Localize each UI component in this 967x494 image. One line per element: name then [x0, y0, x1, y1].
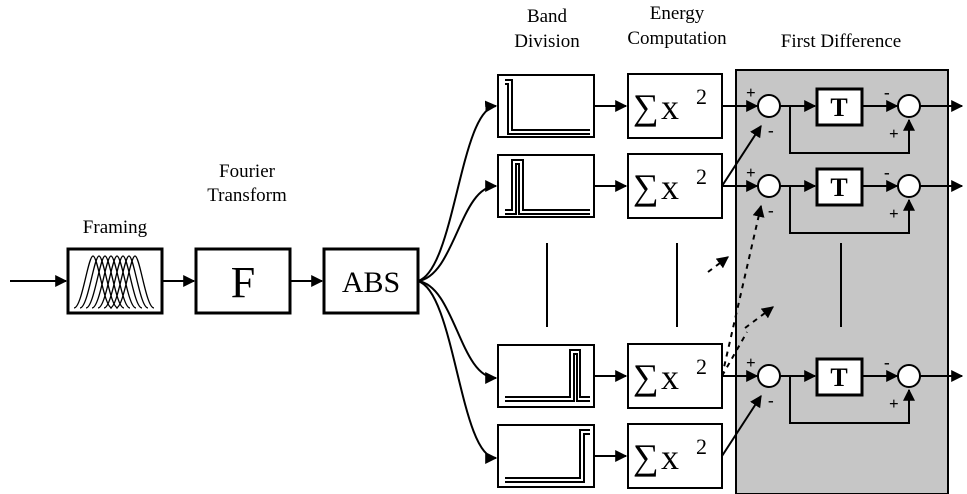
summing-junction [897, 174, 921, 198]
energy-block-3: ∑ x 2 [627, 343, 723, 409]
fourier-label-line1: Fourier [219, 161, 276, 182]
energy-to-difference-arrows [721, 100, 765, 457]
band-filter-3 [497, 344, 595, 408]
difference-stage-1: + - T - + [746, 83, 964, 154]
minus-sign: - [884, 163, 890, 182]
fourier-block-label: F [231, 258, 255, 307]
sum-symbol: ∑ [633, 87, 659, 127]
energy-block-4: ∑ x 2 [627, 423, 723, 489]
energy-block-1: ∑ x 2 [627, 73, 723, 139]
minus-sign: - [768, 121, 774, 140]
plus-sign: + [746, 353, 756, 372]
delay-label: T [830, 93, 847, 122]
summing-junction [897, 364, 921, 388]
fourier-label-line2: Transform [207, 185, 287, 206]
plus-sign: + [889, 124, 899, 143]
sum-symbol: ∑ [633, 167, 659, 207]
abs-block [322, 247, 420, 315]
minus-sign: - [768, 201, 774, 220]
plus-sign: + [889, 394, 899, 413]
minus-sign: - [884, 83, 890, 102]
dashed-arrow-upper [707, 256, 729, 273]
band-filter-2 [497, 154, 595, 218]
band-division-label-line2: Division [514, 31, 580, 52]
abs-fanout [417, 100, 498, 464]
energy-computation-label-line2: Computation [627, 28, 727, 49]
summing-junction [757, 174, 781, 198]
band-filter-4 [497, 424, 595, 488]
energy-block-2: ∑ x 2 [627, 153, 723, 219]
sum-symbol: ∑ [633, 437, 659, 477]
summing-junction [757, 364, 781, 388]
sum-exponent: 2 [696, 84, 707, 109]
sum-symbol: ∑ [633, 357, 659, 397]
sum-exponent: 2 [696, 164, 707, 189]
delay-label: T [830, 173, 847, 202]
minus-sign: - [884, 353, 890, 372]
minus-sign: - [768, 391, 774, 410]
sum-exponent: 2 [696, 354, 707, 379]
plus-sign: + [889, 204, 899, 223]
framing-window-curves [73, 255, 155, 309]
delay-label: T [830, 363, 847, 392]
sum-variable: x [661, 357, 679, 397]
framing-label: Framing [83, 217, 148, 238]
first-difference-label: First Difference [781, 31, 901, 52]
sum-variable: x [661, 167, 679, 207]
delay-block [815, 357, 864, 397]
summing-junction [757, 94, 781, 118]
sum-exponent: 2 [696, 434, 707, 459]
summing-junction [897, 94, 921, 118]
band-division-label-line1: Band [527, 6, 568, 27]
difference-stage-3: + - T - + [746, 353, 964, 424]
energy-computation-label-line1: Energy [650, 3, 705, 24]
sum-variable: x [661, 437, 679, 477]
plus-sign: + [746, 83, 756, 102]
abs-block-label: ABS [342, 266, 400, 299]
difference-stage-2: + - T - + [746, 163, 964, 234]
band-filter-1 [497, 74, 595, 138]
sum-variable: x [661, 87, 679, 127]
plus-sign: + [746, 163, 756, 182]
